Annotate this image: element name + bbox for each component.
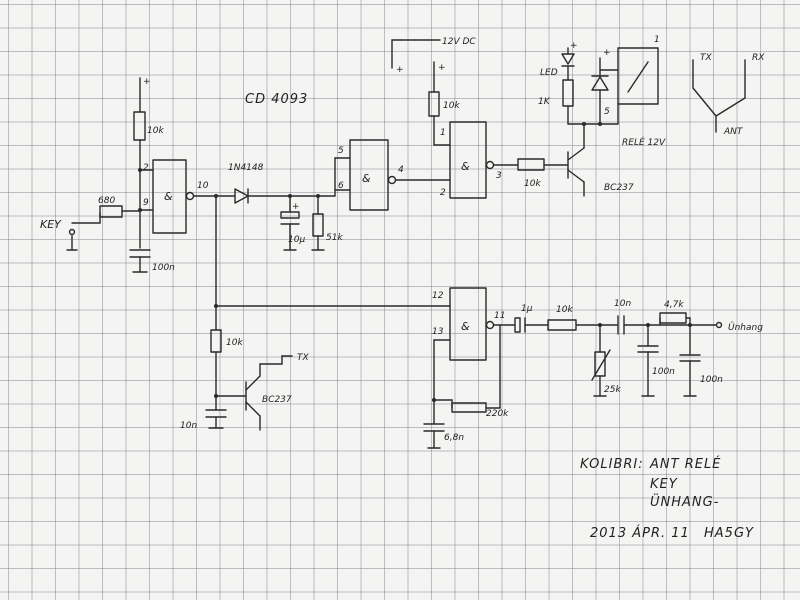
- capacitor-10u-plus: +: [292, 202, 300, 212]
- capacitor-10n-q2-label: 10n: [180, 421, 197, 431]
- capacitor-100n-a-label: 100n: [652, 367, 675, 377]
- output-terminal: [715, 321, 723, 329]
- diode-1n4148-label: 1N4148: [228, 163, 264, 173]
- resistor-51k-label: 51k: [326, 233, 343, 243]
- resistor-10k-base-label: 10k: [524, 179, 541, 189]
- relay-pin-5: 5: [604, 107, 610, 117]
- output-label: Ünhang: [728, 322, 763, 333]
- plus-label-supply: +: [396, 65, 404, 75]
- antenna-switch-contact: [692, 87, 717, 117]
- flyback-diode: [591, 76, 609, 91]
- notes-line-1: ANT RELÉ: [649, 456, 721, 472]
- pin-11-label: 11: [494, 311, 505, 321]
- nand-gate-4: &: [449, 287, 495, 361]
- resistor-10k-gate3-label: 10k: [443, 101, 460, 111]
- svg-text:&: &: [362, 172, 371, 185]
- resistor-4k7: [659, 312, 687, 324]
- nand-gate-3: &: [449, 121, 495, 199]
- transistor-bc237-2: [245, 375, 261, 431]
- resistor-10k-filter: [547, 319, 577, 331]
- transistor-bc237-2-label: BC237: [262, 395, 292, 405]
- potentiometer-25k-label: 25k: [604, 385, 621, 395]
- plus-label-relay: +: [603, 48, 611, 58]
- resistor-1k-label: 1K: [538, 97, 551, 107]
- notes-title: KOLIBRI:: [580, 457, 644, 472]
- relay-label: RELÉ 12V: [622, 136, 666, 148]
- transistor-bc237-1-label: BC237: [604, 183, 634, 193]
- pin-2b-label: 2: [440, 188, 446, 198]
- resistor-10k-q2-label: 10k: [226, 338, 243, 348]
- antenna-label: ANT: [723, 127, 744, 137]
- diode-1n4148: [234, 188, 249, 204]
- svg-text:&: &: [164, 190, 173, 203]
- resistor-10k-pullup: [133, 111, 146, 141]
- resistor-220k-label: 220k: [486, 409, 509, 419]
- capacitor-100n-b-label: 100n: [700, 375, 723, 385]
- notes-line-2: KEY: [650, 477, 678, 492]
- resistor-10k-q2: [210, 329, 222, 353]
- resistor-10k-pullup-label: 10k: [147, 126, 164, 136]
- relay-coil: [617, 47, 659, 105]
- notes-line-3: ÜNHANG-: [650, 493, 719, 510]
- capacitor-100n-label: 100n: [152, 263, 175, 273]
- nand-gate-2: &: [349, 139, 397, 211]
- svg-text:&: &: [461, 320, 470, 333]
- resistor-10k-gate3: [428, 91, 440, 117]
- key-input-label: KEY: [40, 218, 62, 231]
- supply-label: 12V DC: [442, 37, 476, 47]
- relay-pin-1: 1: [654, 35, 660, 45]
- notes-callsign: HA5GY: [704, 526, 754, 541]
- pin-10-label: 10: [197, 181, 209, 191]
- resistor-4k7-label: 4,7k: [664, 300, 684, 310]
- resistor-680-label: 680: [98, 196, 115, 206]
- capacitor-1u-label: 1µ: [521, 304, 533, 314]
- resistor-1k: [562, 79, 574, 107]
- pin-2-label: 2: [143, 163, 149, 173]
- led: [561, 53, 575, 65]
- pin-6-label: 6: [338, 181, 344, 191]
- resistor-10k-base: [517, 158, 545, 171]
- ic-type-label: CD 4093: [245, 92, 308, 107]
- switch-tx-label: TX: [700, 53, 712, 63]
- pin-12-label: 12: [432, 291, 444, 301]
- capacitor-10u-label: 10µ: [288, 235, 305, 245]
- resistor-220k: [451, 402, 487, 413]
- led-label: LED: [540, 68, 558, 78]
- pin-13-label: 13: [432, 327, 444, 337]
- switch-rx-label: RX: [752, 53, 765, 63]
- plus-label-3: +: [438, 63, 446, 73]
- q2-tx-label: TX: [297, 353, 309, 363]
- plus-label-1: +: [143, 77, 151, 87]
- capacitor-10n-filter-label: 10n: [614, 299, 631, 309]
- svg-text:&: &: [461, 160, 470, 173]
- capacitor-10u: [280, 211, 300, 219]
- pin-1-label: 1: [440, 128, 446, 138]
- resistor-680: [99, 205, 123, 218]
- transistor-bc237-1: [567, 147, 585, 197]
- notes-date: 2013 ÁPR. 11: [590, 525, 690, 541]
- nand-gate-1: &: [152, 159, 195, 234]
- resistor-10k-filter-label: 10k: [556, 305, 573, 315]
- pin-3-label: 3: [496, 171, 502, 181]
- pin-4-label: 4: [398, 165, 404, 175]
- capacitor-1u: [514, 317, 521, 333]
- capacitor-6n8-label: 6,8n: [444, 433, 464, 443]
- resistor-51k: [312, 213, 324, 237]
- led-plus: +: [570, 41, 578, 51]
- pin-5-label: 5: [338, 146, 344, 156]
- pin-9-label: 9: [143, 198, 149, 208]
